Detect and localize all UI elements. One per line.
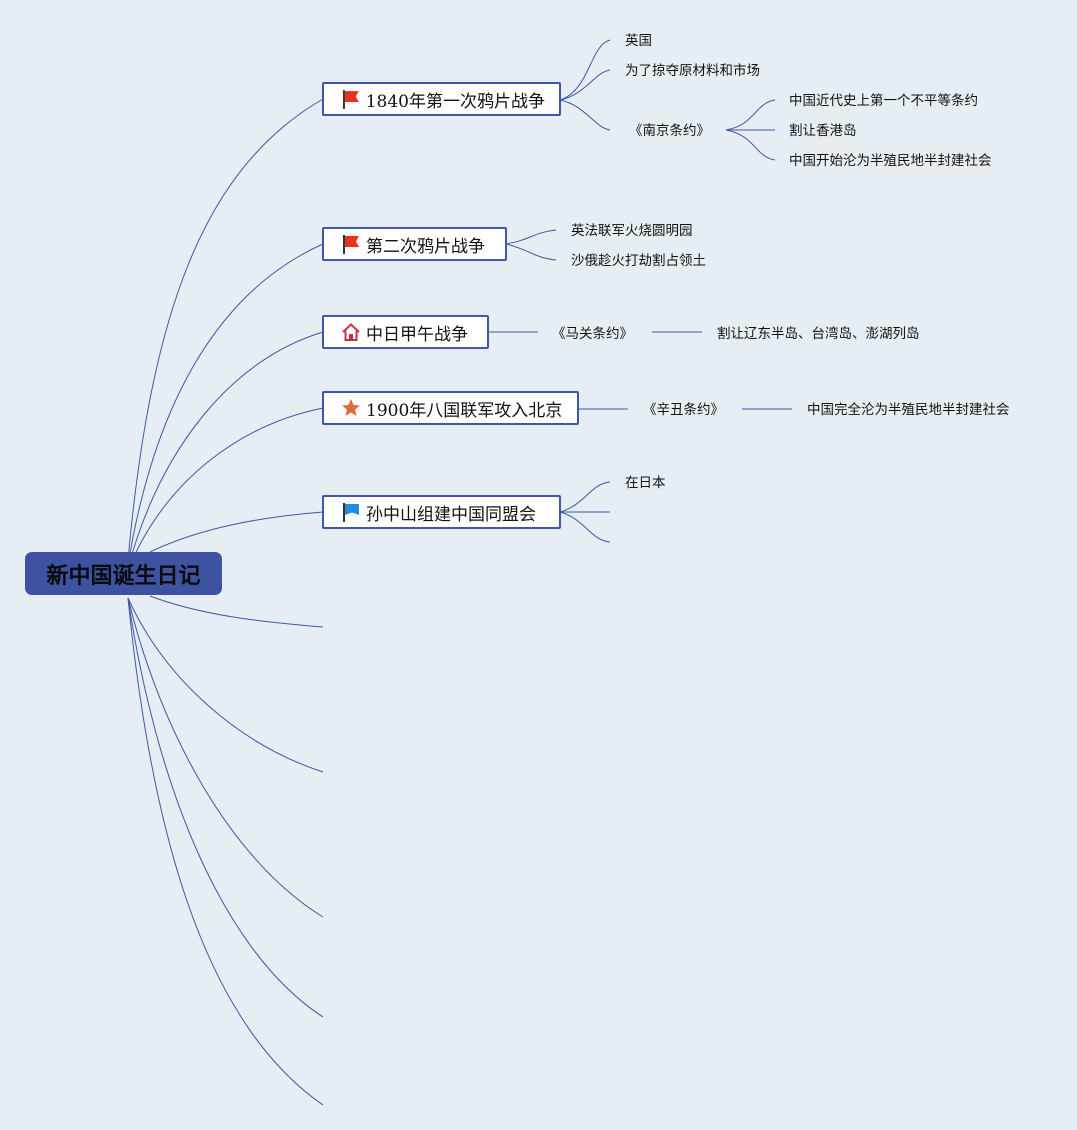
t1c3-link-3 [725,129,776,161]
red-flag-icon [342,90,359,109]
subtopic-cede-hong-kong[interactable]: 割让香港岛 [789,123,857,139]
blue-flag-icon [343,503,359,522]
topic-label: 1900年八国联军攻入北京 [366,400,563,421]
subtopic-semi-colonial-start[interactable]: 中国开始沦为半殖民地半封建社会 [789,153,992,169]
red-flag-icon [343,235,359,254]
root-link-2 [127,243,324,566]
root-link-5 [149,511,324,553]
subtopic-purpose[interactable]: 为了掠夺原材料和市场 [625,63,760,79]
root-link-6 [149,595,324,628]
t1-link-2 [559,69,611,101]
t1-link-1 [559,39,611,101]
root-link-4 [127,407,324,571]
root-link-10 [127,597,324,1106]
topic-label: 中日甲午战争 [366,324,468,345]
star-icon [342,399,360,416]
subtopic-boxer-protocol[interactable]: 《辛丑条约》 [643,402,724,418]
subtopic-in-japan[interactable]: 在日本 [625,475,666,491]
topic-eight-nation-alliance[interactable]: 1900年八国联军攻入北京 [322,391,579,425]
subtopic-fully-semi-colonial[interactable]: 中国完全沦为半殖民地半封建社会 [807,402,1010,418]
t2-link-1 [505,229,557,245]
subtopic-russia-territory[interactable]: 沙俄趁火打劫割占领土 [571,253,706,269]
topic-first-opium-war[interactable]: 1840年第一次鸦片战争 [322,82,561,116]
house-icon [342,323,360,341]
topic-label: 孙中山组建中国同盟会 [366,504,536,525]
root-link-3 [127,331,324,569]
subtopic-cede-territories[interactable]: 割让辽东半岛、台湾岛、澎湖列岛 [717,326,920,342]
topic-label: 1840年第一次鸦片战争 [365,91,545,112]
root-link-1 [127,98,324,561]
topic-label: 第二次鸦片战争 [366,236,485,257]
subtopic-burn-yuanmingyuan[interactable]: 英法联军火烧圆明园 [571,223,693,239]
topic-second-opium-war[interactable]: 第二次鸦片战争 [322,227,507,261]
t1c3-link-1 [725,99,776,131]
t5-link-3 [559,511,611,543]
subtopic-treaty-of-nanking[interactable]: 《南京条约》 [629,123,710,139]
t2-link-2 [505,243,557,261]
root-topic-label: 新中国诞生日记 [46,563,201,589]
root-link-7 [127,597,324,773]
root-topic[interactable]: 新中国诞生日记 [25,552,222,595]
subtopic-treaty-of-shimonoseki[interactable]: 《马关条约》 [552,326,633,342]
t1-link-3 [559,99,611,131]
t5-link-1 [559,481,611,513]
subtopic-britain[interactable]: 英国 [625,33,652,49]
topic-sino-japanese-war[interactable]: 中日甲午战争 [322,315,489,349]
root-link-8 [127,597,324,918]
root-link-9 [127,597,324,1018]
topic-tongmenghui[interactable]: 孙中山组建中国同盟会 [322,495,561,529]
subtopic-first-unequal-treaty[interactable]: 中国近代史上第一个不平等条约 [789,93,978,109]
